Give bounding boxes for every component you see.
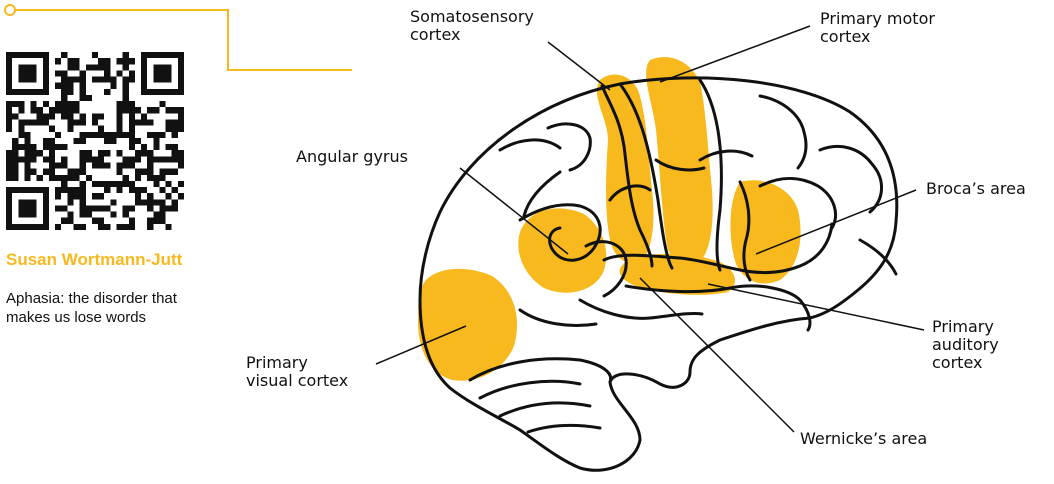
- label-angular-gyrus: Angular gyrus: [296, 148, 408, 166]
- label-primary-visual-cortex: Primary visual cortex: [246, 354, 348, 390]
- label-brocas-area: Broca’s area: [926, 180, 1026, 198]
- label-somatosensory-cortex: Somatosensory cortex: [410, 8, 534, 44]
- wernickes-leader: [640, 278, 794, 432]
- label-primary-auditory-cortex: Primary auditory cortex: [932, 318, 999, 372]
- label-wernickes-area: Wernicke’s area: [800, 430, 927, 448]
- somatosensory-leader: [548, 42, 610, 90]
- primary-motor-leader: [660, 26, 810, 82]
- primary-auditory-leader: [708, 284, 924, 330]
- label-primary-motor-cortex: Primary motor cortex: [820, 10, 935, 46]
